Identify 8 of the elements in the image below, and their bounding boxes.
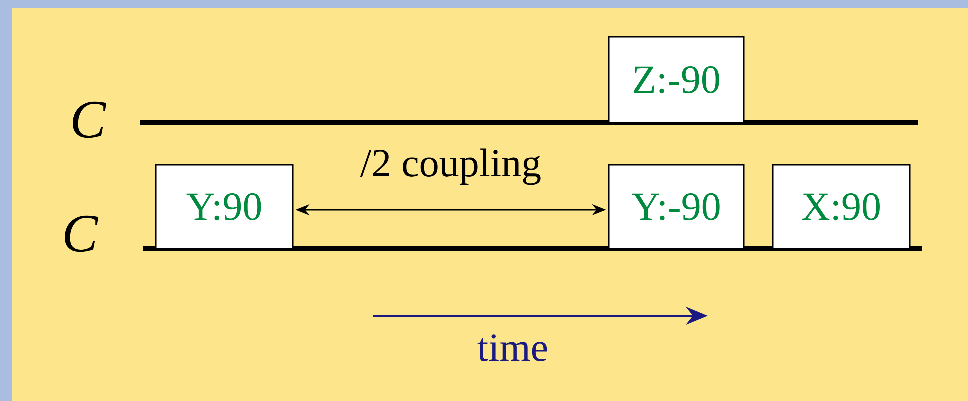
pulse-box: X:90 — [772, 164, 911, 250]
edge-label: /2 coupling — [360, 148, 541, 186]
channel-label: C — [73, 102, 107, 138]
channel-label: C — [65, 216, 99, 252]
pulse-box: Y:90 — [155, 164, 294, 250]
pulse-box: Z:-90 — [608, 36, 745, 124]
axis-label: time — [478, 334, 548, 362]
pulse-box: Y:-90 — [608, 164, 745, 250]
